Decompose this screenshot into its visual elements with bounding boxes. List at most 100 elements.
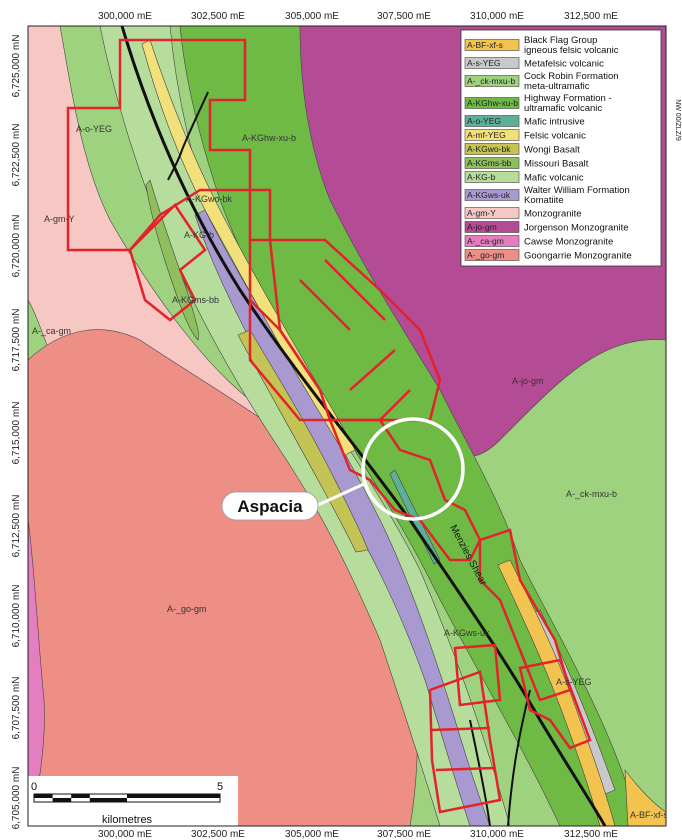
scale-bar: 0 5 kilometres bbox=[28, 776, 238, 826]
menzies-shear-line bbox=[120, 26, 607, 826]
map-label: A-KGhw-xu-b bbox=[242, 133, 296, 143]
legend-description: Jorgenson Monzogranite bbox=[524, 223, 629, 234]
legend-swatch bbox=[464, 57, 520, 69]
map-label: A-_go-gm bbox=[167, 604, 207, 614]
legend-code: A-mf-YEG bbox=[467, 130, 506, 140]
legend-swatch bbox=[464, 189, 520, 201]
easting-tick: 312,500 mE bbox=[564, 829, 618, 840]
map-label: A-s-YEG bbox=[556, 677, 592, 687]
easting-tick: 305,000 mE bbox=[285, 11, 339, 22]
legend-swatch bbox=[464, 235, 520, 247]
legend-swatch bbox=[464, 115, 520, 127]
easting-tick: 310,000 mE bbox=[470, 829, 524, 840]
scale-unit-label: kilometres bbox=[102, 814, 153, 826]
legend-description: Metafelsic volcanic bbox=[524, 59, 604, 70]
legend-description: Goongarrie Monzogranite bbox=[524, 251, 632, 262]
northing-ticks: 6,725,000 mN 6,722,500 mN 6,720,000 mN 6… bbox=[11, 35, 22, 830]
legend-swatch bbox=[464, 171, 520, 183]
legend-code: A-KGhw-xu-b bbox=[467, 98, 518, 108]
legend-description: igneous felsic volcanic bbox=[524, 45, 619, 56]
legend-description: Komatiite bbox=[524, 195, 564, 206]
easting-tick: 310,000 mE bbox=[470, 11, 524, 22]
easting-tick: 307,500 mE bbox=[377, 11, 431, 22]
fault-line bbox=[167, 91, 209, 181]
northing-tick: 6,705,000 mN bbox=[11, 767, 22, 830]
scale-zero-label: 0 bbox=[31, 781, 37, 793]
easting-tick: 307,500 mE bbox=[377, 829, 431, 840]
legend-code: A-_ca-gm bbox=[467, 236, 504, 246]
legend-code: A-KG-b bbox=[467, 172, 496, 182]
legend-code: A-gm-Y bbox=[467, 208, 496, 218]
map-label: A-KGwo-bk bbox=[186, 194, 233, 204]
legend-code: A-KGwo-bk bbox=[467, 144, 511, 154]
northing-tick: 6,712,500 mN bbox=[11, 495, 22, 558]
aspacia-callout-line bbox=[317, 482, 365, 507]
map-label: A-_ck-mxu-b bbox=[566, 489, 617, 499]
tenement-boundaries bbox=[66, 38, 592, 814]
legend-description: Walter William Formation bbox=[524, 185, 630, 196]
aspacia-label: Aspacia bbox=[237, 497, 303, 516]
legend-swatch bbox=[464, 129, 520, 141]
map-label: A-KGms-bb bbox=[172, 295, 219, 305]
unit-black-flag bbox=[497, 559, 616, 826]
legend-description: Missouri Basalt bbox=[524, 159, 589, 170]
legend-description: Monzogranite bbox=[524, 209, 582, 220]
easting-ticks-top: 300,000 mE 302,500 mE 305,000 mE 307,500… bbox=[98, 11, 618, 22]
easting-tick: 302,500 mE bbox=[191, 829, 245, 840]
legend-description: Wongi Basalt bbox=[524, 145, 580, 156]
map-label: A-o-YEG bbox=[76, 124, 112, 134]
legend-description: Cock Robin Formation bbox=[524, 71, 619, 82]
right-edge-tick: NW 00/ZLZ/9 bbox=[674, 99, 681, 141]
legend-swatch bbox=[464, 143, 520, 155]
unit-black-flag-se bbox=[624, 769, 666, 826]
northing-tick: 6,710,000 mN bbox=[11, 585, 22, 648]
legend-description: Highway Formation - bbox=[524, 93, 612, 104]
legend-code: A-BF-xf-s bbox=[467, 40, 503, 50]
legend-code: A-KGws-uk bbox=[467, 190, 511, 200]
legend-swatch bbox=[464, 157, 520, 169]
northing-tick: 6,707,500 mN bbox=[11, 677, 22, 740]
easting-tick: 312,500 mE bbox=[564, 11, 618, 22]
map-label: A-BF-xf-s bbox=[630, 810, 668, 820]
northing-tick: 6,725,000 mN bbox=[11, 35, 22, 98]
legend-code: A-_ck-mxu-b bbox=[467, 76, 515, 86]
northing-tick: 6,717,500 mN bbox=[11, 309, 22, 372]
legend-swatch bbox=[464, 39, 520, 51]
legend-swatch bbox=[464, 97, 520, 109]
legend-description: meta-ultramafic bbox=[524, 81, 590, 92]
map-label: A-gm-Y bbox=[44, 214, 75, 224]
easting-tick: 305,000 mE bbox=[285, 829, 339, 840]
legend-description: Cawse Monzogranite bbox=[524, 237, 613, 248]
legend-swatch bbox=[464, 207, 520, 219]
legend-code: A-s-YEG bbox=[467, 58, 501, 68]
legend-swatch bbox=[464, 221, 520, 233]
aspacia-circle bbox=[361, 417, 465, 521]
legend-description: Mafic volcanic bbox=[524, 173, 584, 184]
map-label: A-_ca-gm bbox=[32, 326, 71, 336]
legend-description: Felsic volcanic bbox=[524, 131, 586, 142]
northing-tick: 6,715,000 mN bbox=[11, 402, 22, 465]
legend-code: A-_go-gm bbox=[467, 250, 504, 260]
scale-five-label: 5 bbox=[217, 781, 223, 793]
northing-tick: 6,720,000 mN bbox=[11, 215, 22, 278]
easting-tick: 302,500 mE bbox=[191, 11, 245, 22]
legend-description: Mafic intrusive bbox=[524, 117, 585, 128]
fault-line bbox=[507, 689, 531, 826]
fault-line bbox=[469, 719, 491, 826]
easting-tick: 300,000 mE bbox=[98, 829, 152, 840]
aspacia-callout: Aspacia bbox=[221, 491, 319, 521]
easting-tick: 300,000 mE bbox=[98, 11, 152, 22]
legend-swatch bbox=[464, 75, 520, 87]
legend-description: Black Flag Group bbox=[524, 35, 597, 46]
map-label: A-KGws-uk bbox=[444, 628, 490, 638]
map-label: A-jo-gm bbox=[512, 376, 544, 386]
easting-ticks-bottom: 300,000 mE 302,500 mE 305,000 mE 307,500… bbox=[98, 829, 618, 840]
legend-code: A-o-YEG bbox=[467, 116, 501, 126]
legend-code: A-jo-gm bbox=[467, 222, 497, 232]
northing-tick: 6,722,500 mN bbox=[11, 124, 22, 187]
legend-swatch bbox=[464, 249, 520, 261]
legend-description: ultramafic volcanic bbox=[524, 103, 602, 114]
legend-code: A-KGms-bb bbox=[467, 158, 512, 168]
